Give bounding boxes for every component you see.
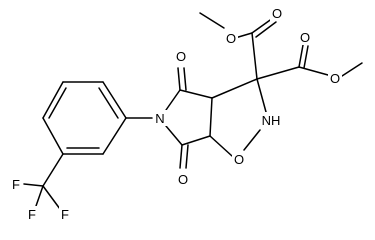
bond	[251, 32, 258, 80]
atom-label-fluorine: F	[28, 207, 36, 222]
bond	[165, 125, 183, 146]
bond	[183, 67, 187, 91]
bond	[298, 44, 304, 68]
bond	[35, 185, 44, 207]
bond	[181, 135, 211, 146]
bond	[42, 153, 64, 187]
bond	[209, 135, 233, 157]
bond	[256, 66, 300, 80]
bond	[179, 144, 183, 169]
chemical-structure: O O O O O O N NH O F F F	[10, 5, 363, 222]
bond	[102, 117, 127, 155]
bond	[211, 78, 258, 99]
bond	[303, 45, 309, 69]
atom-label-nitrogen: N	[155, 111, 164, 126]
atom-label-oxygen: O	[272, 6, 282, 21]
atom-label-oxygen: O	[226, 31, 236, 46]
bond	[102, 81, 127, 119]
bond	[255, 21, 277, 38]
bond	[209, 97, 213, 137]
atom-label-fluorine: F	[61, 207, 69, 222]
bond	[98, 87, 119, 119]
bond	[42, 185, 61, 210]
bond	[48, 87, 67, 119]
bond	[42, 81, 64, 119]
bond	[179, 89, 213, 99]
atom-label-oxygen: O	[178, 172, 188, 187]
atom-label-oxygen: O	[176, 49, 186, 64]
atom-label-oxygen: O	[234, 152, 244, 167]
atom-label-nh: NH	[262, 113, 281, 128]
bond	[251, 17, 274, 34]
atom-label-fluorine: F	[12, 177, 20, 192]
bonds	[23, 12, 363, 210]
atom-label-oxygen: O	[300, 30, 310, 45]
bond	[185, 144, 189, 169]
bond	[199, 12, 225, 29]
bond	[42, 117, 64, 155]
bond	[177, 67, 181, 91]
bond	[165, 89, 181, 111]
atom-labels: O O O O O O N NH O F F F	[10, 5, 342, 222]
atom-label-oxygen: O	[330, 71, 340, 86]
bond	[256, 78, 267, 113]
bond	[298, 66, 329, 76]
bond	[23, 183, 44, 187]
bond	[243, 129, 261, 151]
bond	[341, 62, 363, 77]
